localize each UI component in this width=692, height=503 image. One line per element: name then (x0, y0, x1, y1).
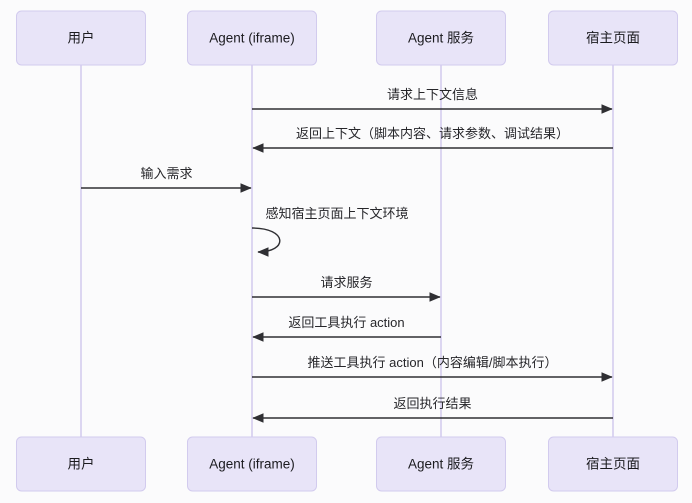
actor-label-host_page: 宿主页面 (586, 30, 640, 46)
actor-box-shape (376, 436, 506, 492)
lifelines-group (80, 65, 614, 437)
actor-box-bottom-agent_service[interactable]: Agent 服务 (376, 436, 506, 492)
message-5[interactable]: 请求服务 (252, 275, 441, 302)
message-label-8: 返回执行结果 (393, 396, 471, 411)
actor-label-agent_service: Agent 服务 (408, 31, 474, 46)
actor-box-top-agent_service[interactable]: Agent 服务 (376, 10, 506, 66)
message-label-2: 返回上下文（脚本内容、请求参数、调试结果） (296, 126, 569, 141)
message-3[interactable]: 输入需求 (81, 166, 252, 193)
message-8[interactable]: 返回执行结果 (252, 396, 613, 423)
actor-box-shape (548, 10, 678, 66)
actor-box-top-user[interactable]: 用户 (16, 10, 146, 66)
actor-box-shape (187, 436, 317, 492)
actor-box-bottom-user[interactable]: 用户 (16, 436, 146, 492)
message-4[interactable]: 感知宿主页面上下文环境 (251, 206, 409, 257)
actors-bottom-group: 用户 Agent (iframe) Agent 服务 宿主页面 (16, 436, 678, 492)
actor-box-shape (16, 10, 146, 66)
message-7[interactable]: 推送工具执行 action（内容编辑/脚本执行） (252, 355, 613, 382)
actor-box-top-agent_iframe[interactable]: Agent (iframe) (187, 10, 317, 66)
message-label-7: 推送工具执行 action（内容编辑/脚本执行） (308, 355, 558, 370)
actor-box-shape (16, 436, 146, 492)
actor-box-bottom-host_page[interactable]: 宿主页面 (548, 436, 678, 492)
actor-label-user: 用户 (68, 456, 95, 472)
message-label-5: 请求服务 (320, 275, 372, 290)
message-label-4: 感知宿主页面上下文环境 (265, 206, 408, 221)
actor-box-bottom-agent_iframe[interactable]: Agent (iframe) (187, 436, 317, 492)
self-loop-arrow (251, 227, 281, 257)
actor-box-shape (548, 436, 678, 492)
actor-box-shape (187, 10, 317, 66)
actor-box-shape (376, 10, 506, 66)
actor-box-top-host_page[interactable]: 宿主页面 (548, 10, 678, 66)
actor-label-agent_service: Agent 服务 (408, 457, 474, 472)
message-label-6: 返回工具执行 action (288, 315, 404, 330)
actors-top-group: 用户 Agent (iframe) Agent 服务 宿主页面 (16, 10, 678, 66)
actor-label-agent_iframe: Agent (iframe) (209, 457, 295, 472)
message-label-3: 输入需求 (140, 166, 192, 181)
message-6[interactable]: 返回工具执行 action (252, 315, 441, 342)
message-1[interactable]: 请求上下文信息 (252, 87, 613, 114)
message-2[interactable]: 返回上下文（脚本内容、请求参数、调试结果） (252, 126, 613, 153)
actor-label-host_page: 宿主页面 (586, 456, 640, 472)
actor-label-agent_iframe: Agent (iframe) (209, 31, 295, 46)
actor-label-user: 用户 (68, 30, 95, 46)
message-label-1: 请求上下文信息 (387, 87, 478, 102)
